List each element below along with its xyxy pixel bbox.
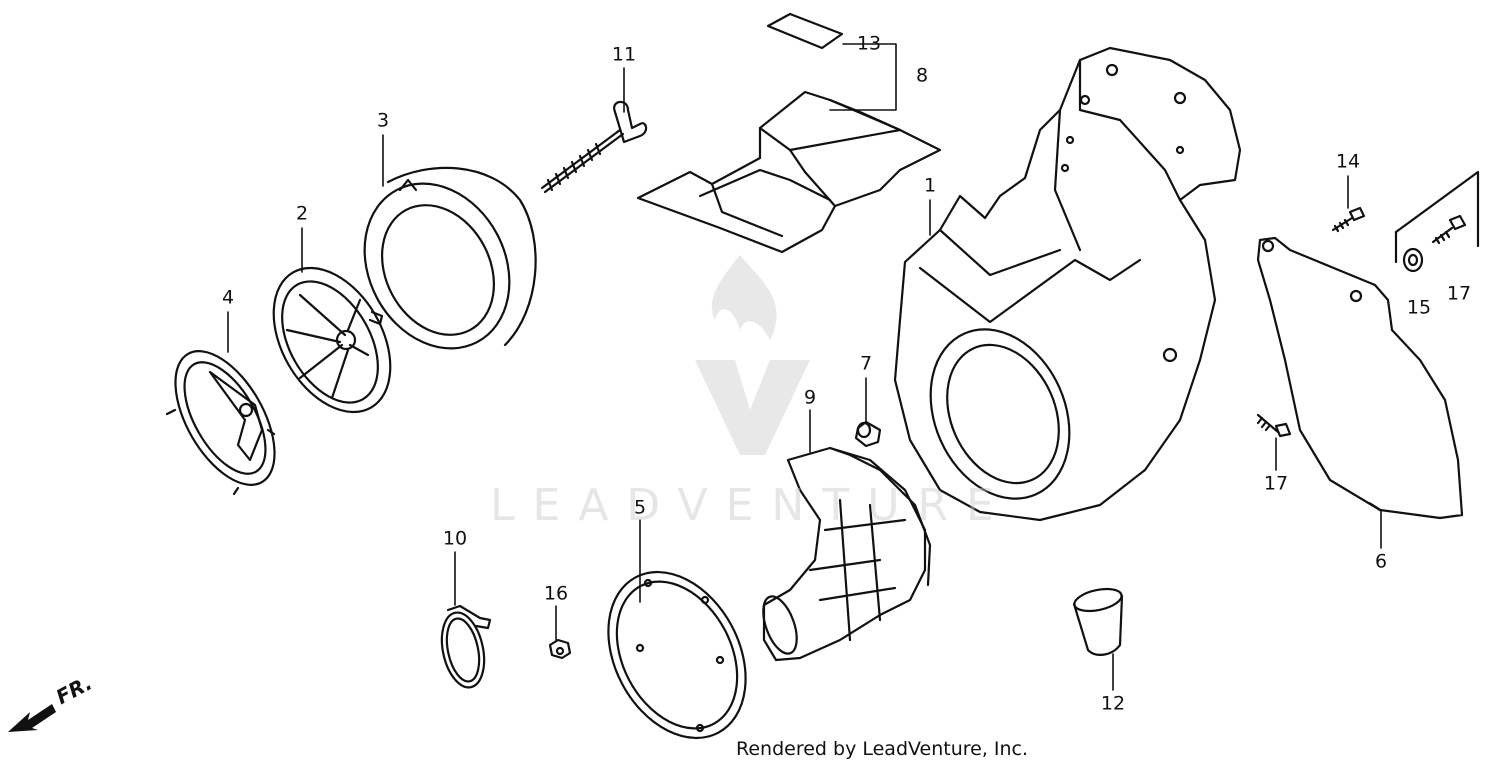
part-4-back-plate — [165, 350, 276, 496]
callout-12: 12 — [1100, 692, 1126, 715]
part-2-element-frame — [272, 266, 392, 414]
callout-15: 15 — [1406, 296, 1432, 319]
callout-17-upper: 17 — [1446, 282, 1472, 305]
callout-13: 13 — [856, 32, 882, 55]
part-3-air-filter — [363, 166, 537, 350]
leader-lines — [227, 43, 1382, 691]
callout-4: 4 — [221, 286, 235, 309]
part-8-air-cleaner-case — [636, 90, 942, 254]
callout-8: 8 — [915, 64, 929, 87]
part-9-intake-duct — [762, 446, 932, 662]
part-13-label-sticker — [766, 12, 844, 50]
bracket-leader-15-17 — [1394, 170, 1480, 264]
callout-16: 16 — [543, 582, 569, 605]
watermark-logo — [695, 255, 810, 455]
callout-2: 2 — [295, 202, 309, 225]
part-7-collar — [854, 420, 882, 448]
watermark-text: LEADVENTURE — [490, 480, 1012, 531]
part-6-side-shield — [1256, 236, 1464, 520]
callout-14: 14 — [1335, 150, 1361, 173]
callout-5: 5 — [633, 496, 647, 519]
part-17-bolt-upper — [1431, 214, 1467, 245]
part-11-wing-bolt — [540, 100, 648, 194]
part-14-bolt — [1331, 206, 1366, 233]
callout-7: 7 — [859, 352, 873, 375]
part-16-nut — [548, 638, 572, 660]
front-direction-arrow — [8, 704, 56, 732]
callout-3: 3 — [376, 109, 390, 132]
callout-9: 9 — [803, 386, 817, 409]
part-5-gasket — [607, 570, 747, 740]
part-17-bolt-lower — [1256, 413, 1292, 438]
part-12-cap — [1072, 587, 1124, 656]
part-15-grommet — [1402, 247, 1424, 273]
callout-10: 10 — [442, 527, 468, 550]
render-credit: Rendered by LeadVenture, Inc. — [736, 738, 1029, 760]
callout-1: 1 — [923, 174, 937, 197]
callout-17-lower: 17 — [1263, 472, 1289, 495]
callout-6: 6 — [1374, 550, 1388, 573]
part-1-fan-cover — [893, 46, 1242, 522]
part-10-hose-clamp — [440, 604, 492, 689]
callout-11: 11 — [611, 43, 637, 66]
